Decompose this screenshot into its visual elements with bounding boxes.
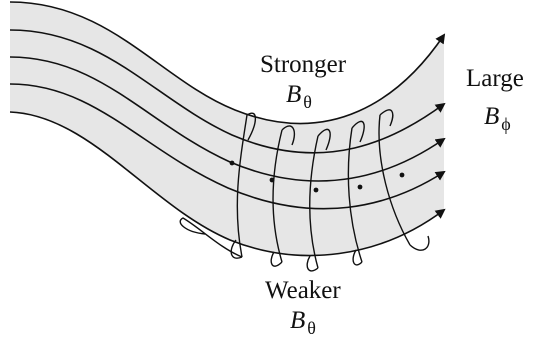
top-symbol-letter: B: [286, 81, 302, 108]
loop-dot-4: [357, 184, 363, 190]
theta-loop-2-back: [270, 125, 296, 267]
theta-loop-1-back: [230, 112, 257, 259]
right-symbol-letter: B: [484, 103, 500, 130]
right-symbol-subscript: ϕ: [501, 114, 511, 134]
field-line-5: [9, 111, 446, 257]
loop-dot-5: [399, 172, 405, 178]
theta-loop-3-front: [309, 135, 319, 269]
right-label-word: Large: [466, 65, 524, 92]
field-line-2: [9, 29, 446, 154]
theta-loop-4-front: [347, 127, 363, 263]
field-line-4: [9, 83, 446, 210]
bottom-label-word: Weaker: [265, 277, 341, 304]
top-symbol-subscript: θ: [303, 92, 312, 112]
loop-dot-2: [269, 177, 275, 183]
theta-loop-2-front: [272, 129, 283, 263]
top-label-word: Stronger: [260, 51, 347, 78]
theta-loop-5-back: [379, 109, 430, 251]
theta-loop-5-front: [378, 114, 411, 246]
loop-dot-3: [313, 187, 319, 193]
loop-dot-1: [229, 160, 235, 166]
flux-tube-band: [10, 2, 444, 256]
bottom-symbol-letter: B: [290, 307, 306, 334]
theta-loop-1-underside: [179, 217, 243, 258]
theta-loop-4-back: [351, 120, 365, 266]
field-line-1: [9, 1, 446, 125]
bottom-symbol-subscript: θ: [307, 318, 316, 338]
theta-loop-1-front: [236, 114, 248, 258]
theta-loop-3-back: [306, 128, 331, 272]
